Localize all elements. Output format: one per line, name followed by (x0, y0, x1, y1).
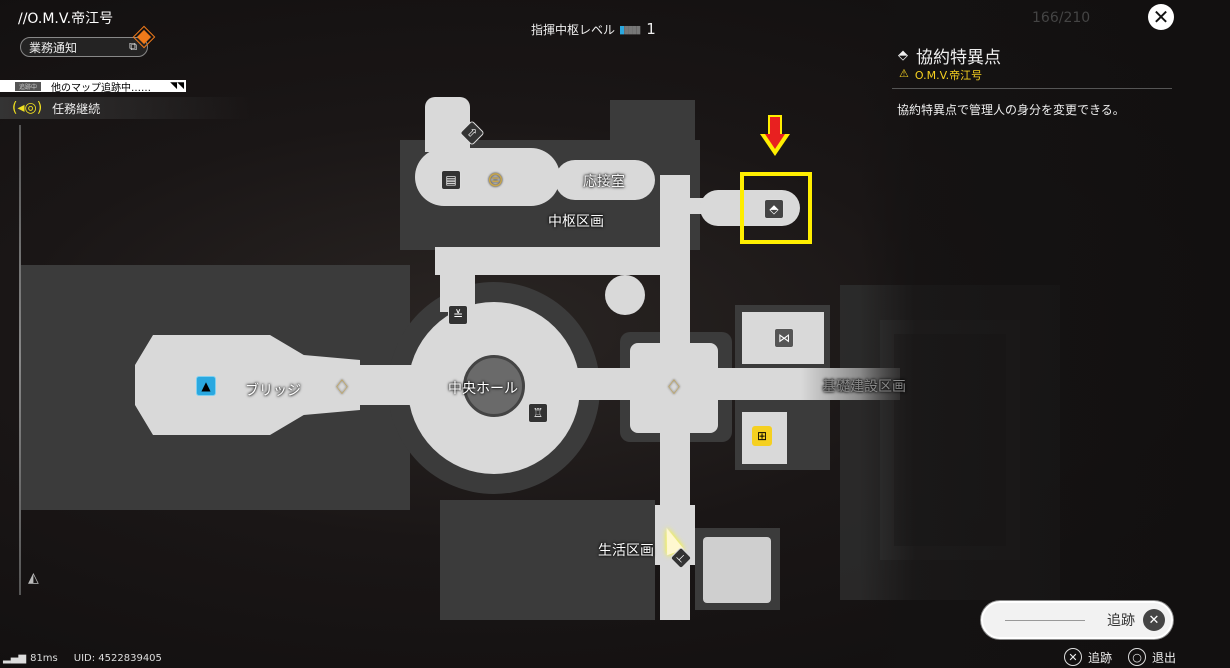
area-label-reception: 応接室 (583, 174, 625, 190)
panel-divider (892, 88, 1172, 89)
area-label-hub: 中枢区画 (548, 214, 604, 230)
area-label-living: 生活区画 (598, 543, 654, 559)
hint-exit-label: 退出 (1152, 650, 1177, 665)
signal-icon: ▂▄▆ (3, 653, 27, 664)
highlight-box (740, 172, 812, 244)
location-title: //O.M.V.帝江号 (18, 11, 114, 27)
location-pin-icon: ⚠ (899, 67, 909, 80)
key-hints: ✕ 追跡 ○ 退出 (1064, 648, 1176, 666)
beacon-icon-bridge[interactable]: ♢ (333, 375, 351, 399)
living-room (703, 537, 771, 603)
circle-key-icon: ○ (1128, 648, 1147, 666)
track-label: 追跡 (1107, 613, 1135, 629)
reception-room (555, 160, 655, 200)
terminal-icon[interactable]: ▤ (441, 170, 461, 190)
bottom-block (440, 500, 655, 620)
tracking-banner[interactable]: 追跡中 他のマップ追跡中…… ◥◥ (0, 80, 186, 94)
hub-level-label: 指揮中枢レベル (531, 22, 616, 37)
panel-location: ⚠ O.M.V.帝江号 (899, 67, 982, 83)
status-bar: ▂▄▆ 81ms UID: 4522839405 (3, 653, 162, 664)
north-corridor (435, 247, 690, 275)
cross-button-icon: ✕ (1143, 609, 1165, 631)
panel-title: ⬘ 協約特異点 (898, 43, 1001, 68)
mission-target-icon: (◂◎) (12, 100, 43, 116)
progress-counter: 166/210 (1032, 10, 1091, 26)
tower-icon[interactable]: ⋈ (774, 328, 794, 348)
track-line (1005, 619, 1085, 621)
notice-icon: ⧉ (129, 40, 137, 53)
cup-icon[interactable]: ♖ (528, 403, 548, 423)
blue-bridge-icon[interactable]: ▲ (196, 376, 216, 396)
tracking-text: 他のマップ追跡中…… (51, 82, 152, 94)
hall-core (463, 355, 525, 417)
gold-emblem-icon[interactable]: ⊜ (487, 167, 504, 191)
top-small-room (425, 97, 470, 152)
down-arrow-icon[interactable]: ≚ (448, 305, 468, 325)
panel-location-text: O.M.V.帝江号 (914, 69, 983, 82)
ping: 81ms (30, 653, 58, 664)
area-label-infrastructure: 基礎建設区画 (822, 379, 906, 395)
continue-mission-button[interactable]: (◂◎) 任務継続 (0, 97, 250, 119)
uid: UID: 4522839405 (73, 653, 162, 664)
notice-button[interactable]: 業務通知 ⧉ (20, 37, 148, 57)
arrow-indicator (760, 115, 790, 160)
info-panel (860, 0, 1230, 668)
track-button[interactable]: 追跡 ✕ (981, 601, 1173, 639)
small-circle-room (605, 275, 645, 315)
continue-mission-label: 任務継続 (52, 101, 101, 116)
area-label-bridge: ブリッジ (245, 383, 301, 399)
area-label-central-hall: 中央ホール (448, 381, 518, 397)
hub-level-value: 1 (646, 20, 656, 38)
left-scale-line (19, 125, 21, 595)
contract-point-icon: ⬘ (898, 48, 908, 63)
notice-label: 業務通知 (29, 40, 78, 55)
beacon-icon-cross[interactable]: ♢ (665, 375, 683, 399)
hall-north-corridor (440, 247, 475, 312)
region-icon[interactable]: ◭ (28, 570, 39, 586)
cross-key-icon: ✕ (1064, 648, 1082, 666)
banner-chevrons-icon: ◥◥ (170, 81, 184, 91)
panel-title-text: 協約特異点 (916, 48, 1001, 68)
hint-track-label: 追跡 (1088, 650, 1113, 665)
hub-level: 指揮中枢レベル ▮▮▮▮▮ 1 (531, 20, 656, 38)
east-corridor (570, 368, 900, 400)
top-room (415, 148, 560, 206)
tracking-tag: 追跡中 (15, 81, 42, 91)
close-button[interactable]: ✕ (1148, 4, 1174, 30)
panel-description: 協約特異点で管理人の身分を変更できる。 (897, 103, 1125, 117)
contract-point-icon[interactable]: ⬘ (764, 199, 784, 219)
hub-level-bar: ▮▮▮▮▮ (619, 22, 641, 36)
yellow-puzzle-icon[interactable]: ⊞ (752, 426, 772, 446)
